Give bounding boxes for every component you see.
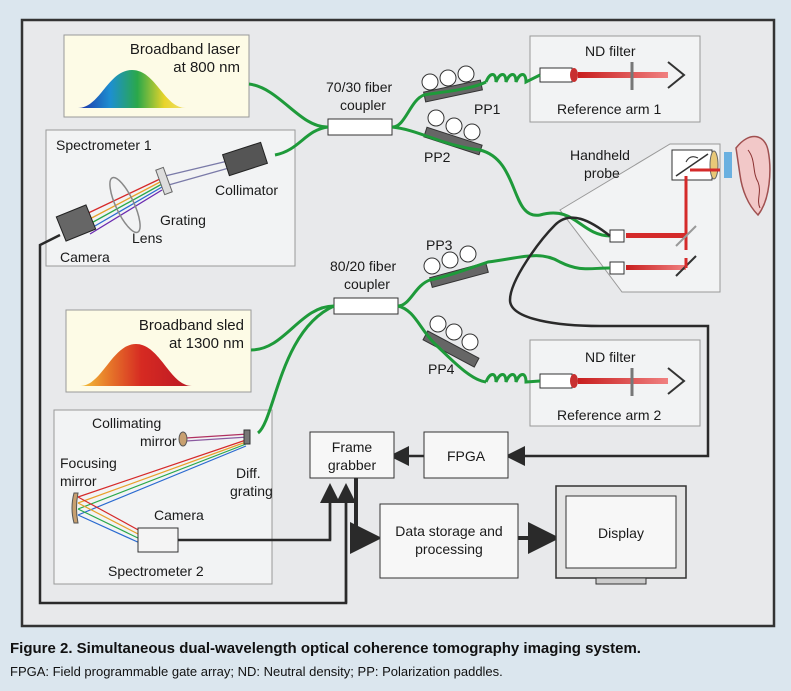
frame-grabber-label-2: grabber bbox=[328, 457, 377, 473]
frame-grabber: Frame grabber bbox=[309, 431, 395, 479]
sled-label-line2: at 1300 nm bbox=[169, 335, 244, 352]
frame-grabber-label-1: Frame bbox=[332, 439, 373, 455]
pp2-label: PP2 bbox=[424, 149, 451, 165]
spectrometer-1-label: Spectrometer 1 bbox=[56, 137, 152, 153]
system-diagram: Broadband laser at 800 nm Broadband sled… bbox=[20, 18, 776, 628]
reference-arm-2: ND filter Reference arm 2 bbox=[529, 339, 701, 427]
fpga-label: FPGA bbox=[447, 448, 486, 464]
collimator-label: Collimator bbox=[215, 182, 278, 198]
pp1-label: PP1 bbox=[474, 101, 501, 117]
coupler-2-label-2: coupler bbox=[344, 276, 390, 292]
pp4-label: PP4 bbox=[428, 361, 455, 377]
broadband-laser-source: Broadband laser at 800 nm bbox=[63, 34, 250, 118]
focusing-mirror-label-1: Focusing bbox=[60, 455, 117, 471]
nd-filter-1-label: ND filter bbox=[585, 43, 636, 59]
fpga-box: FPGA bbox=[423, 431, 509, 479]
collimating-mirror-label-1: Collimating bbox=[92, 415, 161, 431]
coupler-70-30: 70/30 fiber coupler bbox=[326, 79, 393, 136]
handheld-probe: Handheld probe bbox=[559, 135, 771, 293]
probe-label-1: Handheld bbox=[570, 147, 630, 163]
broadband-sled-source: Broadband sled at 1300 nm bbox=[65, 309, 252, 393]
spectrometer-2-label: Spectrometer 2 bbox=[108, 563, 204, 579]
diff-grating-label-1: Diff. bbox=[236, 465, 261, 481]
pp4-paddles: PP4 bbox=[422, 315, 480, 377]
camera-1-label: Camera bbox=[60, 249, 110, 265]
collimating-mirror-label-2: mirror bbox=[140, 433, 177, 449]
sled-label-line1: Broadband sled bbox=[139, 317, 244, 334]
pp3-label: PP3 bbox=[426, 237, 453, 253]
coupler-1-label-2: coupler bbox=[340, 97, 386, 113]
probe-label-2: probe bbox=[584, 165, 620, 181]
data-storage-label-1: Data storage and bbox=[395, 523, 502, 539]
camera-2-label: Camera bbox=[154, 507, 204, 523]
optical-fibers bbox=[248, 73, 611, 435]
nd-filter-2-label: ND filter bbox=[585, 349, 636, 365]
data-storage-box: Data storage and processing bbox=[379, 503, 519, 579]
laser-label-line2: at 800 nm bbox=[173, 59, 240, 76]
laser-label-line1: Broadband laser bbox=[130, 41, 240, 58]
display-label: Display bbox=[598, 525, 644, 541]
grating-label: Grating bbox=[160, 212, 206, 228]
spectrometer-2: Collimating mirror Focusing mirror Diff.… bbox=[53, 409, 273, 585]
coupler-1-label-1: 70/30 fiber bbox=[326, 79, 392, 95]
spectrometer-1: Spectrometer 1 Collimator Grating Lens C… bbox=[45, 129, 296, 267]
reference-arm-2-label: Reference arm 2 bbox=[557, 407, 661, 423]
display-monitor: Display bbox=[555, 485, 687, 585]
coupler-2-label-1: 80/20 fiber bbox=[330, 258, 396, 274]
data-storage-label-2: processing bbox=[415, 541, 483, 557]
caption-title: Figure 2. Simultaneous dual-wavelength o… bbox=[10, 640, 641, 657]
diff-grating-label-2: grating bbox=[230, 483, 273, 499]
caption-subtitle: FPGA: Field programmable gate array; ND:… bbox=[10, 664, 503, 679]
reference-arm-1-label: Reference arm 1 bbox=[557, 101, 661, 117]
focusing-mirror-label-2: mirror bbox=[60, 473, 97, 489]
pp3-paddles: PP3 bbox=[423, 237, 489, 288]
reference-arm-1: ND filter Reference arm 1 bbox=[529, 35, 701, 123]
lens-label: Lens bbox=[132, 230, 162, 246]
caption: Figure 2. Simultaneous dual-wavelength o… bbox=[0, 636, 791, 691]
coupler-80-20: 80/20 fiber coupler bbox=[330, 258, 399, 315]
